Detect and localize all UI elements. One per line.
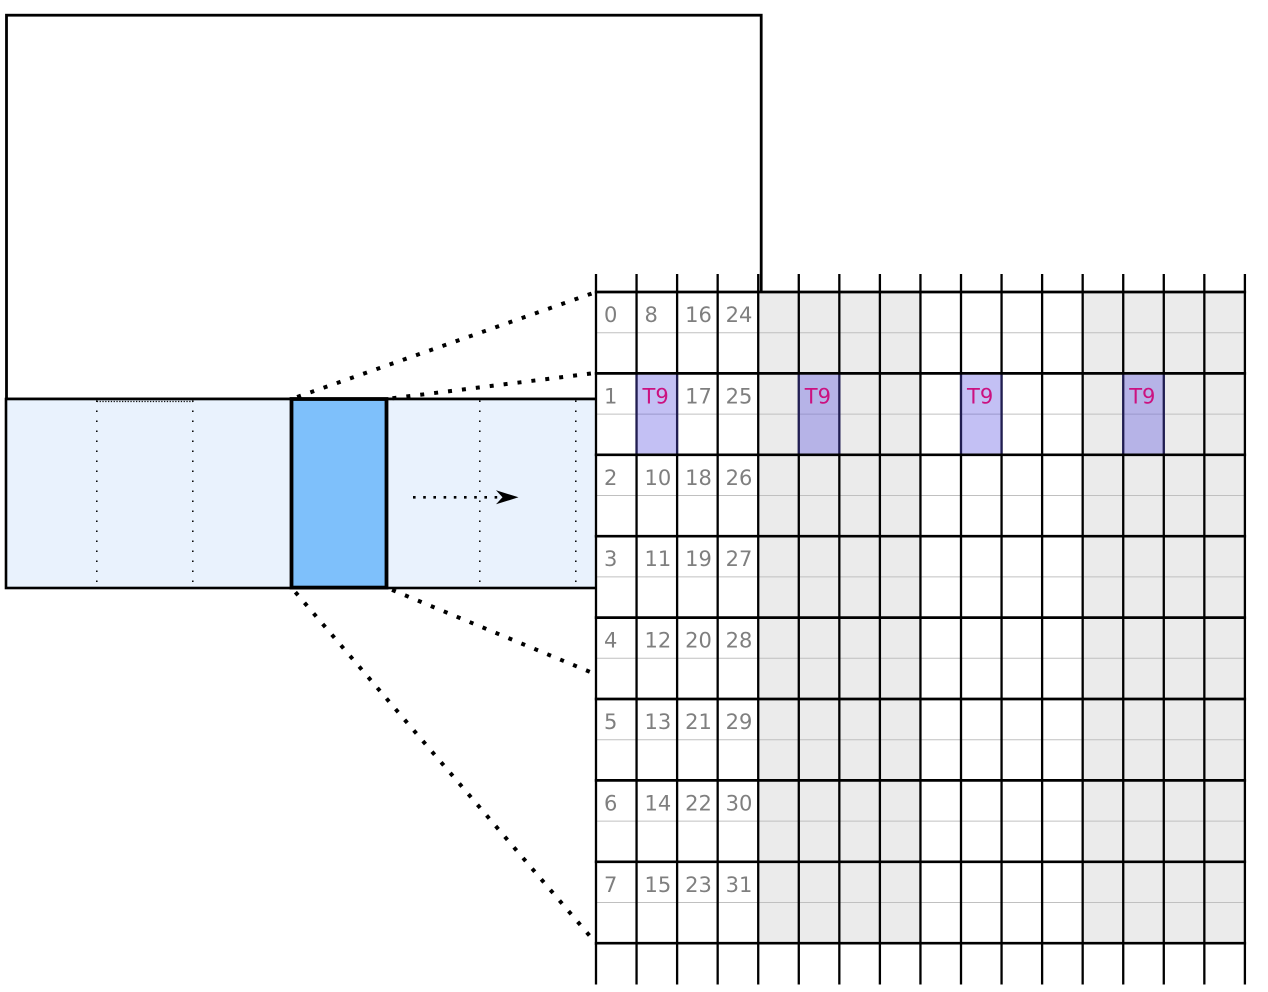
cell-value-label: 27 (726, 547, 753, 571)
cell-value-label: 19 (685, 547, 712, 571)
cell-value-label: 13 (645, 710, 672, 734)
cell-value-label: 22 (685, 791, 712, 815)
thread-highlight-cell (959, 374, 1003, 454)
thread-label: T9 (642, 384, 669, 408)
stride-arrow-head (496, 490, 519, 505)
thread-label: T9 (1128, 384, 1155, 408)
cell-value-label: 12 (645, 629, 672, 653)
cell-value-label: 11 (645, 547, 672, 571)
cell-value-label: 26 (726, 466, 753, 490)
cell-value-label: 6 (604, 791, 617, 815)
cell-value-label: 5 (604, 710, 617, 734)
cell-value-label: 3 (604, 547, 617, 571)
cell-value-label: 4 (604, 629, 617, 653)
cell-value-label: 29 (726, 710, 753, 734)
zoom-guide-line (386, 370, 597, 401)
cell-value-label: 23 (685, 873, 712, 897)
zoom-guide-line (385, 585, 597, 677)
cell-value-label: 17 (685, 384, 712, 408)
thread-highlight-cell (797, 374, 841, 454)
cell-value-label: 10 (645, 466, 672, 490)
cell-value-label: 24 (726, 303, 753, 327)
cell-value-label: 21 (685, 710, 712, 734)
cell-value-label: 31 (726, 873, 753, 897)
cell-value-label: 2 (604, 466, 617, 490)
zoom-guide-line (289, 586, 598, 945)
thread-highlight-cell (1122, 374, 1165, 454)
cell-value-label: 20 (685, 629, 712, 653)
cell-value-label: 15 (645, 873, 672, 897)
cell-value-label: 25 (726, 384, 753, 408)
cell-value-label: 16 (685, 303, 712, 327)
cell-value-label: 18 (685, 466, 712, 490)
zoom-guide-line (290, 290, 597, 401)
thread-label: T9 (804, 384, 831, 408)
cell-value-label: 14 (645, 791, 672, 815)
cell-value-label: 28 (726, 629, 753, 653)
cell-value-label: 1 (604, 384, 617, 408)
thread-highlight-cell (635, 374, 679, 454)
cell-value-label: 7 (604, 873, 617, 897)
thread-label: T9 (966, 384, 993, 408)
cell-value-label: 30 (726, 791, 753, 815)
selected-segment-block (289, 397, 389, 590)
cell-value-label: 0 (604, 303, 617, 327)
cell-value-label: 8 (645, 303, 658, 327)
